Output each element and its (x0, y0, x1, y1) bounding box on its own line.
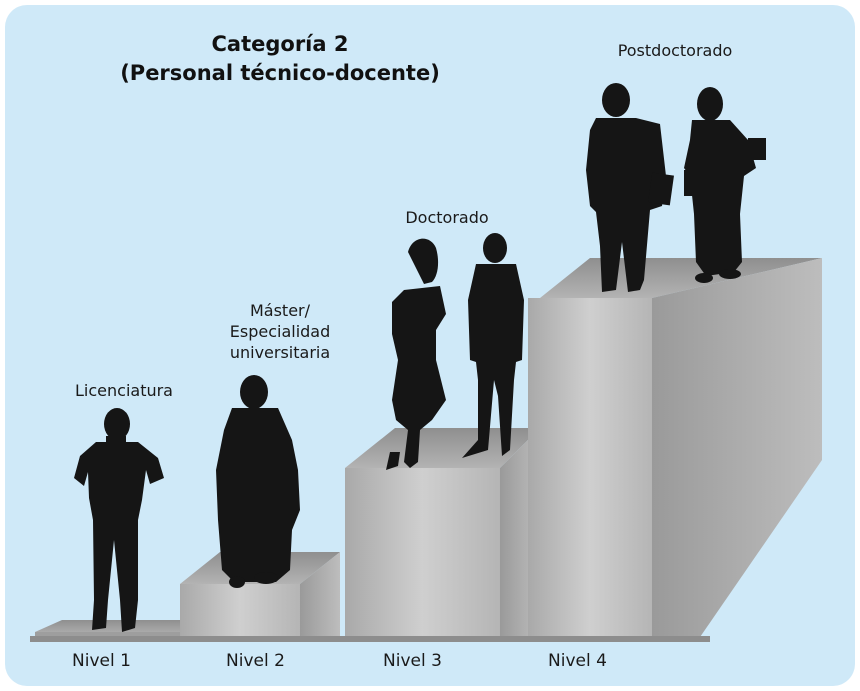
diagram-title: Categoría 2 (Personal técnico-docente) (120, 30, 440, 88)
label-master-line-3: universitaria (229, 343, 331, 362)
label-postdoctorado: Postdoctorado (617, 41, 733, 60)
label-licenciatura: Licenciatura (75, 381, 173, 400)
level-2: Nivel 2 (226, 651, 285, 671)
silhouette-woman-doctorado-1 (386, 238, 446, 470)
step-4-block (528, 258, 822, 640)
level-4: Nivel 4 (548, 651, 607, 671)
step-3-block (345, 428, 540, 640)
silhouette-woman-master (216, 375, 300, 588)
title-line-1: Categoría 2 (211, 32, 349, 56)
silhouette-man-postdoctorado (586, 83, 674, 292)
label-master: Máster/ Especialidad universitaria (210, 300, 350, 363)
label-doctorado: Doctorado (405, 208, 489, 227)
silhouette-woman-postdoctorado (684, 87, 766, 283)
silhouette-man-licenciatura (74, 408, 164, 632)
level-3: Nivel 3 (383, 651, 442, 671)
label-master-line-2: Especialidad (229, 322, 331, 341)
floor-shadow (30, 636, 710, 642)
silhouette-man-doctorado-2 (462, 233, 524, 458)
label-master-line-1: Máster/ (249, 301, 311, 320)
level-1: Nivel 1 (72, 651, 131, 671)
title-line-2: (Personal técnico-docente) (120, 61, 440, 85)
